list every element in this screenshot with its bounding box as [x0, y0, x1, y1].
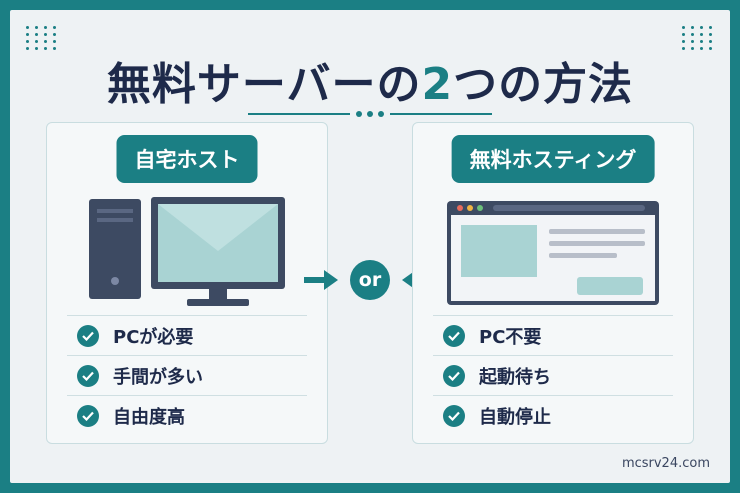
list-item: 起動待ち: [433, 355, 673, 395]
decor-dots-left: [26, 26, 58, 50]
list-item-label: PCが必要: [113, 326, 194, 348]
list-item: PCが必要: [67, 315, 307, 355]
checkmark-icon: [443, 324, 465, 347]
page-title: 無料サーバーの2つの方法: [10, 48, 730, 112]
card-free-hosting: 無料ホスティング PC不要 起動待ち 自: [412, 122, 694, 444]
infographic-frame: 無料サーバーの2つの方法 自宅ホスト PCが必要: [10, 10, 730, 483]
title-rest: つの方法: [453, 59, 634, 110]
checkmark-icon: [443, 364, 465, 387]
arrow-right-icon: [304, 270, 338, 290]
checkmark-icon: [77, 364, 99, 387]
list-item-label: 手間が多い: [113, 366, 203, 388]
card-self-host: 自宅ホスト PCが必要 手間が多い 自由度高: [46, 122, 328, 444]
checkmark-icon: [77, 404, 99, 427]
checklist-self-host: PCが必要 手間が多い 自由度高: [67, 315, 307, 435]
list-item: 手間が多い: [67, 355, 307, 395]
desktop-pc-icon: [89, 197, 285, 306]
title-underline: [10, 110, 730, 118]
checkmark-icon: [77, 324, 99, 347]
card-heading-self-host: 自宅ホスト: [116, 135, 258, 183]
card-heading-free-hosting: 無料ホスティング: [451, 135, 655, 183]
list-item-label: PC不要: [479, 326, 542, 348]
title-main: 無料サーバーの: [106, 59, 422, 110]
list-item-label: 自動停止: [479, 406, 551, 428]
list-item: 自動停止: [433, 395, 673, 435]
list-item-label: 自由度高: [113, 406, 185, 428]
title-number: 2: [421, 59, 454, 110]
list-item: 自由度高: [67, 395, 307, 435]
site-url: mcsrv24.com: [621, 456, 710, 471]
checklist-free-hosting: PC不要 起動待ち 自動停止: [433, 315, 673, 435]
or-badge: or: [350, 260, 390, 300]
list-item: PC不要: [433, 315, 673, 355]
list-item-label: 起動待ち: [479, 366, 551, 388]
checkmark-icon: [443, 404, 465, 427]
decor-dots-right: [682, 26, 714, 50]
browser-window-icon: [447, 201, 659, 305]
